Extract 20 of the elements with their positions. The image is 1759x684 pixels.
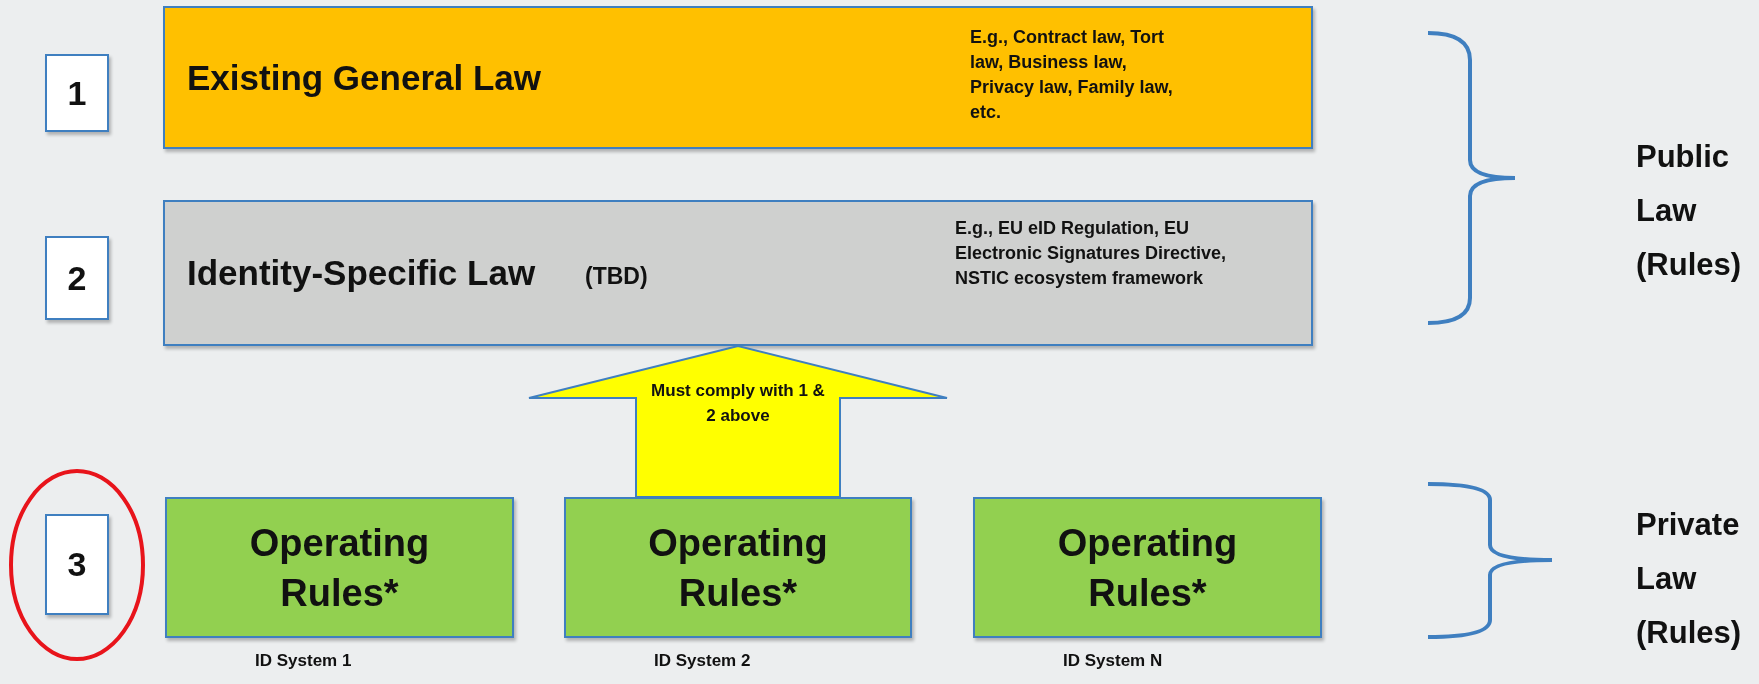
layer-bar — [163, 200, 1313, 346]
system-caption: ID System N — [1063, 651, 1163, 671]
arrow-label: Must comply with 1 & 2 above — [650, 380, 826, 427]
number-box: 1 — [45, 54, 109, 132]
rules-box: Operating Rules* — [564, 497, 912, 638]
rules-box: Operating Rules* — [973, 497, 1322, 638]
note-text: (TBD) — [585, 263, 648, 290]
block-arrow — [528, 344, 948, 498]
layer-title: Existing General Law — [187, 57, 541, 98]
system-caption: ID System 1 — [255, 651, 352, 671]
example-text: E.g., Contract law, Tort law, Business law, Privacy law, Family law, etc. — [970, 26, 1174, 124]
layer-bar — [163, 6, 1313, 149]
number-box: 2 — [45, 236, 109, 320]
rules-box: Operating Rules* — [165, 497, 514, 638]
layer-title: Identity-Specific Law — [187, 253, 536, 293]
number-box: 3 — [45, 514, 109, 615]
system-caption: ID System 2 — [654, 651, 751, 671]
group-label: Public Law (Rules) — [1636, 138, 1743, 284]
example-text: E.g., EU eID Regulation, EU Electronic Signatures Directive, NSTIC ecosystem framework — [955, 217, 1228, 290]
group-label: Private Law (Rules) — [1636, 506, 1743, 652]
